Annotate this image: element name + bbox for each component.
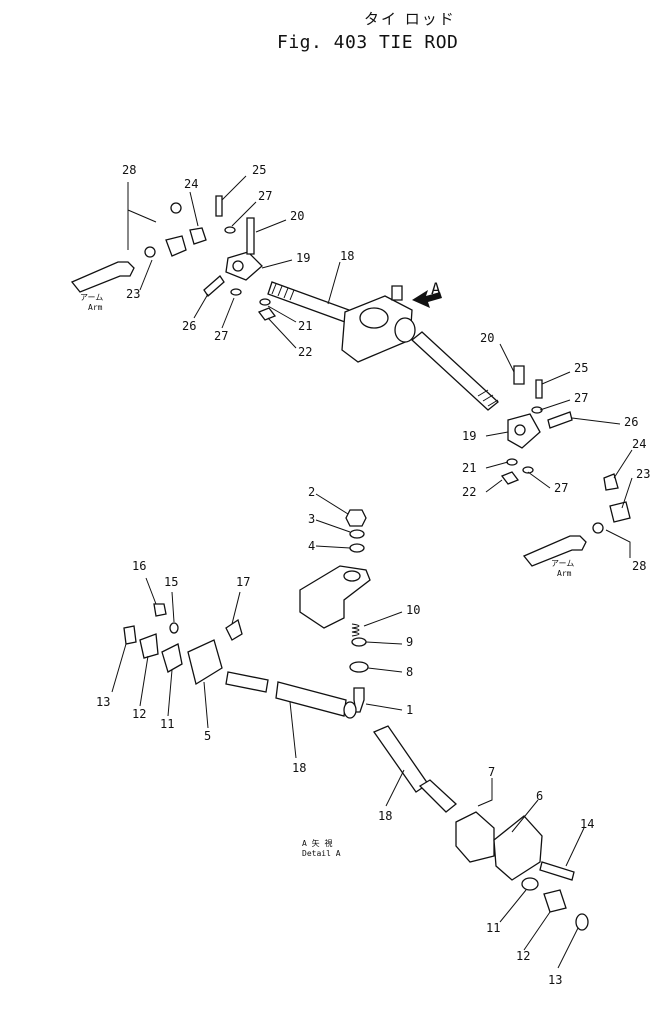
callout-11: 11 — [160, 717, 174, 731]
callout-10: 10 — [406, 603, 420, 617]
callout-6: 6 — [536, 789, 543, 803]
arm-label-left: Arm — [88, 303, 103, 312]
callout-3: 3 — [308, 512, 315, 526]
callout-21: 21 — [298, 319, 312, 333]
callout-12: 12 — [132, 707, 146, 721]
callout-5: 5 — [204, 729, 211, 743]
callout-11: 11 — [486, 921, 500, 935]
callout-18: 18 — [292, 761, 306, 775]
callout-20: 20 — [480, 331, 494, 345]
callout-19: 19 — [462, 429, 476, 443]
callout-12: 12 — [516, 949, 530, 963]
detail-a-parts: A 矢 視 Detail A — [123, 509, 589, 931]
relay-block — [341, 285, 416, 363]
callout-24: 24 — [632, 437, 646, 451]
callout-18: 18 — [378, 809, 392, 823]
callout-27: 27 — [214, 329, 228, 343]
callout-26: 26 — [182, 319, 196, 333]
callout-19: 19 — [296, 251, 310, 265]
callout-23: 23 — [636, 467, 650, 481]
callout-25: 25 — [252, 163, 266, 177]
callout-4: 4 — [308, 539, 315, 553]
callout-2: 2 — [308, 485, 315, 499]
callout-13: 13 — [96, 695, 110, 709]
callout-28: 28 — [122, 163, 136, 177]
callout-14: 14 — [580, 817, 594, 831]
view-marker-label: A — [431, 279, 441, 298]
arm-right: アーム Arm — [522, 535, 587, 578]
detail-reference: A 矢 視 — [302, 838, 332, 848]
callout-21: 21 — [462, 461, 476, 475]
ball-joint-right — [500, 365, 631, 534]
arm-label-jp-right: アーム — [551, 559, 574, 568]
arm-label-right: Arm — [557, 569, 572, 578]
callout-22: 22 — [462, 485, 476, 499]
callout-7: 7 — [488, 765, 495, 779]
view-arrow-a: A — [412, 279, 442, 308]
callout-1: 1 — [406, 703, 413, 717]
callout-28: 28 — [632, 559, 646, 573]
arm-label-jp-left: アーム — [80, 293, 103, 302]
callout-25: 25 — [574, 361, 588, 375]
arm-left: アーム Arm — [70, 261, 135, 312]
callout-20: 20 — [290, 209, 304, 223]
figure-title: Fig. 403 TIE ROD — [277, 32, 459, 53]
tie-rod-upper-right — [411, 331, 499, 411]
callout-27: 27 — [258, 189, 272, 203]
callout-17: 17 — [236, 575, 250, 589]
detail-label: Detail A — [302, 849, 341, 858]
leader-lines — [111, 175, 633, 969]
callout-9: 9 — [406, 635, 413, 649]
callout-16: 16 — [132, 559, 146, 573]
callout-15: 15 — [164, 575, 178, 589]
callout-27: 27 — [554, 481, 568, 495]
callout-23: 23 — [126, 287, 140, 301]
callout-26: 26 — [624, 415, 638, 429]
ball-joint-left — [144, 195, 277, 321]
figure-title-japanese: タイ ロッド — [364, 10, 456, 28]
callout-8: 8 — [406, 665, 413, 679]
callout-18: 18 — [340, 249, 354, 263]
callout-13: 13 — [548, 973, 562, 987]
callout-labels: 28 24 25 27 20 18 19 23 26 27 21 22 20 2… — [96, 163, 650, 987]
callout-27: 27 — [574, 391, 588, 405]
callout-24: 24 — [184, 177, 198, 191]
callout-22: 22 — [298, 345, 312, 359]
